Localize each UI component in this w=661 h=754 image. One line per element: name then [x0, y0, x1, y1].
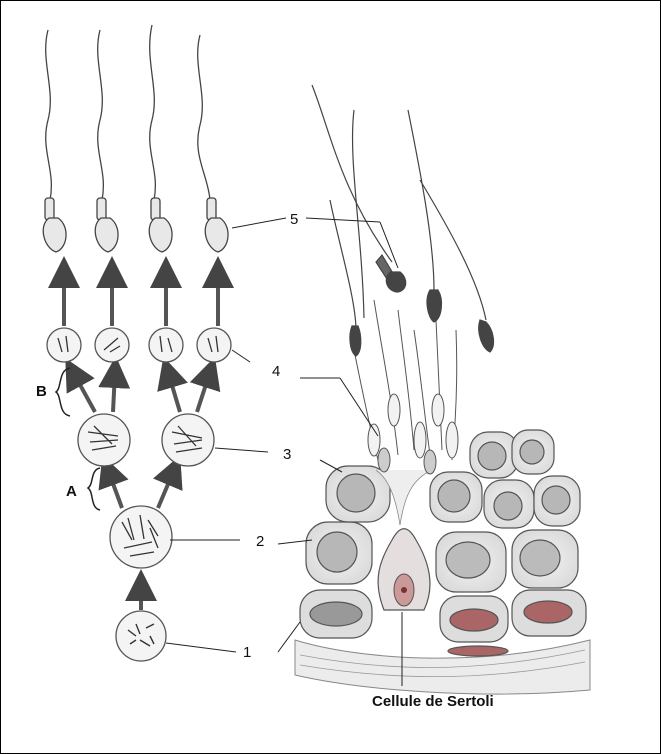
arrow-3-4c [168, 372, 180, 412]
brace-a [88, 468, 100, 510]
spermatid-cells [47, 328, 231, 362]
seminiferous-tubule-wall [295, 640, 590, 694]
secondary-spermatocyte-cell-left [78, 414, 130, 466]
spermatocyte-layer [306, 430, 580, 592]
brace-b [56, 368, 70, 416]
elongating-spermatids [352, 300, 458, 474]
spermatozoa-left [43, 25, 228, 252]
arrows-4-5 [64, 272, 218, 326]
arrow-2-3b [158, 470, 174, 508]
arrow-3-4a [73, 372, 95, 412]
spermatogonium-cell [116, 611, 166, 661]
label-b: B [36, 383, 47, 400]
basal-cells [300, 590, 586, 656]
label-5: 5 [290, 211, 298, 228]
secondary-spermatocyte-cell-right [162, 414, 214, 466]
label-2: 2 [256, 533, 264, 550]
label-1: 1 [243, 644, 251, 661]
arrow-3-4d [197, 372, 210, 412]
label-3: 3 [283, 446, 291, 463]
sertoli-label: Cellule de Sertoli [372, 693, 494, 710]
label-4: 4 [272, 363, 280, 380]
arrow-3-4b [113, 372, 115, 412]
primary-spermatocyte-cell [110, 506, 172, 568]
spermatozoa-right [312, 85, 493, 356]
label-a: A [66, 483, 77, 500]
arrow-2-3a [108, 470, 122, 508]
